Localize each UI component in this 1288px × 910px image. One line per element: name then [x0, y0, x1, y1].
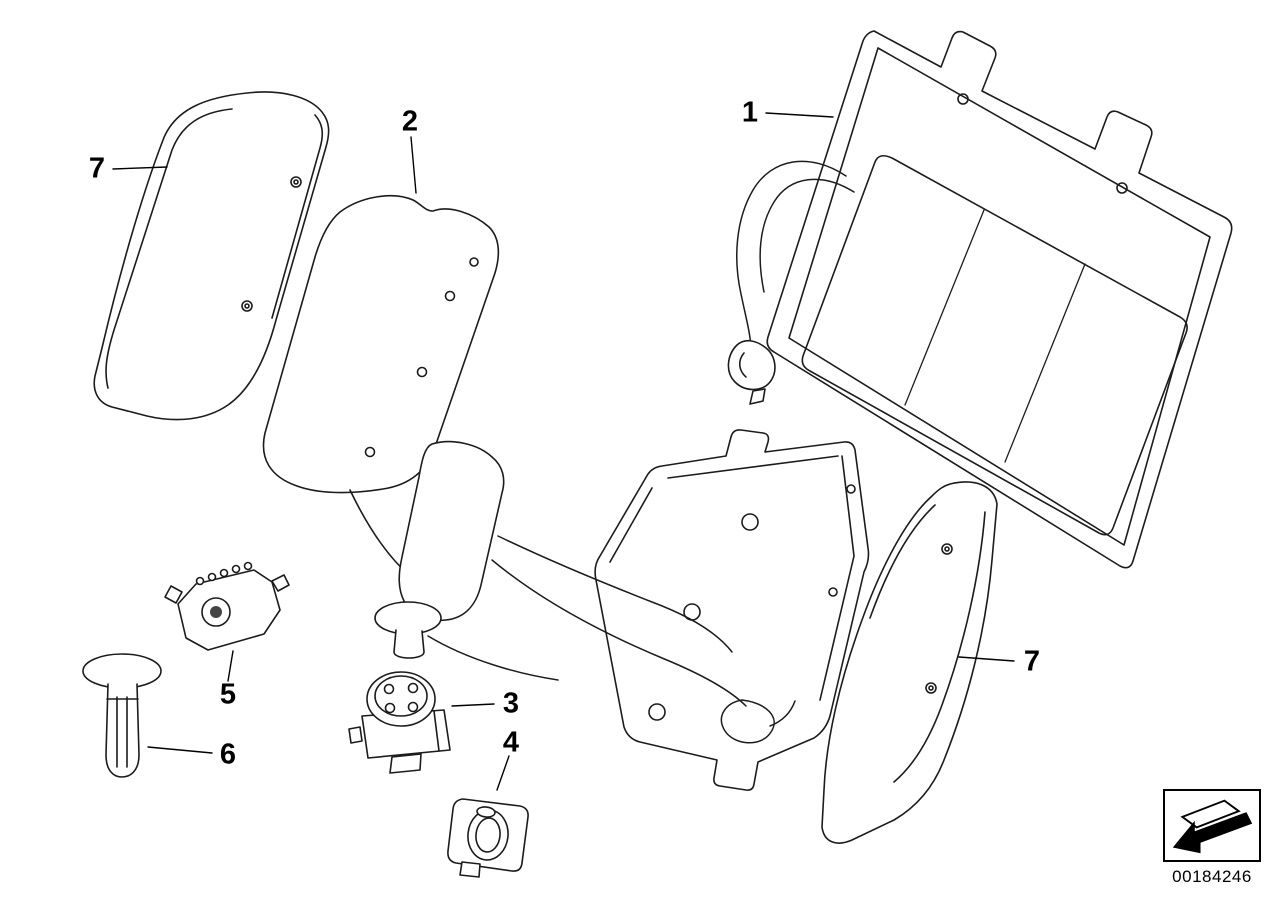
diagram-id: 00184246	[1172, 867, 1252, 886]
lumbar-pad-drawing	[374, 440, 505, 659]
panel-divider-lines	[904, 209, 1086, 463]
panel-hole	[957, 93, 969, 105]
part-4-switch-drawing	[447, 798, 529, 878]
callout-part-7-left[interactable]: 7	[88, 152, 106, 185]
panel-recess-outline	[801, 154, 1188, 536]
part-7-right-side-panel-drawing	[821, 481, 998, 844]
mounting-bracket-drawing	[594, 429, 870, 791]
part-1-backrest-panel-drawing	[766, 30, 1233, 569]
belt-guide-hook-drawing	[727, 339, 776, 405]
part-5-clip-drawing	[164, 561, 290, 651]
part-3-switch-drawing	[348, 671, 451, 774]
side-panel-outline	[821, 481, 998, 844]
bracket-outline	[594, 429, 870, 791]
direction-arrow-box[interactable]	[1163, 789, 1261, 862]
callout-part-2[interactable]: 2	[401, 105, 419, 138]
lumbar-cables	[427, 535, 796, 744]
part-6-rivet-drawing	[82, 653, 162, 778]
callout-part-4[interactable]: 4	[502, 726, 520, 759]
callout-part-1[interactable]: 1	[741, 96, 759, 129]
callout-part-6[interactable]: 6	[219, 738, 237, 771]
callout-part-7-right[interactable]: 7	[1023, 645, 1041, 678]
panel-hole	[1116, 182, 1128, 194]
callout-part-5[interactable]: 5	[219, 678, 237, 711]
panel-inner-outline	[788, 47, 1211, 546]
callout-part-3[interactable]: 3	[502, 687, 520, 720]
callout-leader-lines	[112, 112, 1015, 791]
direction-arrow-icon	[1172, 799, 1253, 853]
part-7-left-side-panel-drawing	[93, 91, 330, 421]
panel-outer-outline	[766, 30, 1233, 569]
side-panel-outline	[93, 91, 330, 421]
